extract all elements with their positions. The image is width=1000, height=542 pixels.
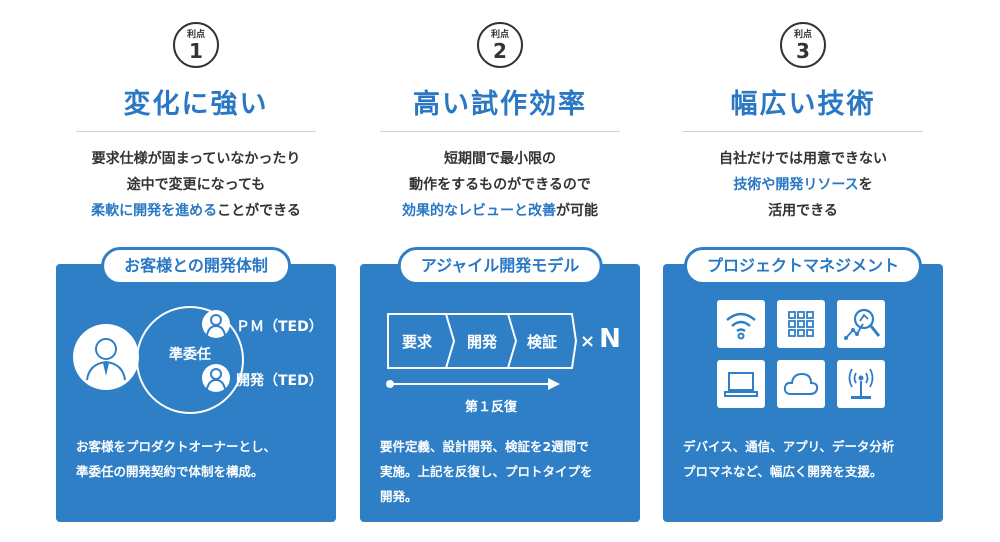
panel-text-line: お客様をプロダクトオーナーとし、	[76, 439, 277, 454]
desc-line: 活用できる	[768, 203, 838, 219]
repeat-multiplier: ×N	[580, 324, 621, 354]
desc-highlight: 柔軟に開発を進める	[91, 203, 218, 219]
iteration-arrow-icon	[386, 378, 560, 390]
panel-heading-pill: アジャイル開発モデル	[397, 247, 603, 285]
desc-line: 要求仕様が固まっていなかったり	[91, 151, 301, 167]
desc-line: 短期間で最小限の	[444, 151, 556, 167]
pm-role-label: ＰＭ（TED）	[236, 319, 323, 335]
grid-icon	[777, 300, 825, 348]
analysis-icon	[837, 300, 885, 348]
panel-text-line: 要件定義、設計開発、検証を2週間で	[380, 439, 589, 454]
desc-highlight: 効果的なレビューと改善	[402, 203, 556, 219]
desc-tail: を	[858, 177, 873, 193]
badge-label: 利点	[490, 30, 509, 40]
times-symbol: ×	[580, 331, 596, 352]
desc-line: 途中で変更になっても	[126, 177, 266, 193]
repeat-count: N	[599, 324, 621, 354]
panel-text-line: 開発。	[380, 489, 418, 504]
title-divider	[76, 131, 316, 132]
antenna-icon	[837, 360, 885, 408]
step-development: 開発	[467, 333, 498, 351]
desc-highlight: 技術や開発リソース	[733, 177, 859, 193]
desc-line: 動作をするものができるので	[409, 177, 591, 193]
info-panel: デバイス、通信、アプリ、データ分析 プロマネなど、幅広く開発を支援。	[663, 264, 943, 522]
badge-number: 3	[796, 39, 810, 63]
benefit-badge-1: 利点 1	[173, 22, 219, 68]
step-verification: 検証	[527, 333, 557, 351]
contract-type-label: 準委任	[169, 347, 211, 363]
panel-text-line: デバイス、通信、アプリ、データ分析	[683, 439, 895, 454]
panel-text-line: 準委任の開発契約で体制を構成。	[76, 464, 264, 479]
customer-avatar-icon	[73, 324, 139, 390]
wifi-icon	[717, 300, 765, 348]
laptop-icon	[717, 360, 765, 408]
panel-text-line: プロマネなど、幅広く開発を支援。	[683, 464, 883, 479]
desc-tail: ことができる	[217, 203, 301, 219]
benefit-description: 要求仕様が固まっていなかったり 途中で変更になっても 柔軟に開発を進めることがで…	[56, 146, 336, 224]
badge-label: 利点	[186, 30, 205, 40]
benefit-column-3: 利点 3 幅広い技術 自社だけでは用意できない 技術や開発リソースを 活用できる…	[663, 0, 943, 542]
panel-text-line: 実施。上記を反復し、プロトタイプを	[380, 464, 593, 479]
developer-role-label: 開発（TED）	[236, 373, 323, 389]
panel-description: 要件定義、設計開発、検証を2週間で 実施。上記を反復し、プロトタイプを 開発。	[380, 434, 628, 509]
benefit-title: 変化に強い	[123, 89, 269, 120]
panel-heading-pill: プロジェクトマネジメント	[683, 247, 923, 285]
iteration-caption: 第１反復	[464, 400, 517, 415]
desc-line: 技術や開発リソースを	[663, 172, 943, 198]
benefit-description: 自社だけでは用意できない 技術や開発リソースを 活用できる	[663, 146, 943, 224]
step-requirements: 要求	[402, 333, 433, 351]
benefit-badge-3: 利点 3	[780, 22, 826, 68]
badge-number: 1	[189, 39, 203, 63]
panel-heading-pill: お客様との開発体制	[101, 247, 291, 285]
badge-label: 利点	[793, 30, 812, 40]
info-panel: 要求 開発 検証 ×N 第１反復 要件定義、設計開発、検証を2週間で 実施。上記…	[360, 264, 640, 522]
benefit-title: 高い試作効率	[413, 89, 587, 120]
benefit-badge-2: 利点 2	[477, 22, 523, 68]
desc-tail: が可能	[556, 203, 598, 219]
benefit-column-1: 利点 1 変化に強い 要求仕様が固まっていなかったり 途中で変更になっても 柔軟…	[56, 0, 336, 542]
desc-line: 自社だけでは用意できない	[719, 151, 887, 167]
info-panel: 準委任 ＰＭ（TED） 開発（TED） お客様をプロダクトオーナーとし、 準委任…	[56, 264, 336, 522]
benefit-title: 幅広い技術	[730, 89, 876, 120]
desc-line: 柔軟に開発を進めることができる	[56, 198, 336, 224]
desc-line: 効果的なレビューと改善が可能	[360, 198, 640, 224]
cloud-icon	[777, 360, 825, 408]
developer-avatar-icon	[202, 364, 230, 392]
panel-description: お客様をプロダクトオーナーとし、 準委任の開発契約で体制を構成。	[76, 434, 324, 484]
agile-steps-flow: 要求 開発 検証	[387, 313, 578, 369]
title-divider	[380, 131, 620, 132]
benefit-description: 短期間で最小限の 動作をするものができるので 効果的なレビューと改善が可能	[360, 146, 640, 224]
pm-avatar-icon	[202, 310, 230, 338]
panel-description: デバイス、通信、アプリ、データ分析 プロマネなど、幅広く開発を支援。	[683, 434, 931, 484]
benefit-column-2: 利点 2 高い試作効率 短期間で最小限の 動作をするものができるので 効果的なレ…	[360, 0, 640, 542]
title-divider	[683, 131, 923, 132]
badge-number: 2	[493, 39, 507, 63]
